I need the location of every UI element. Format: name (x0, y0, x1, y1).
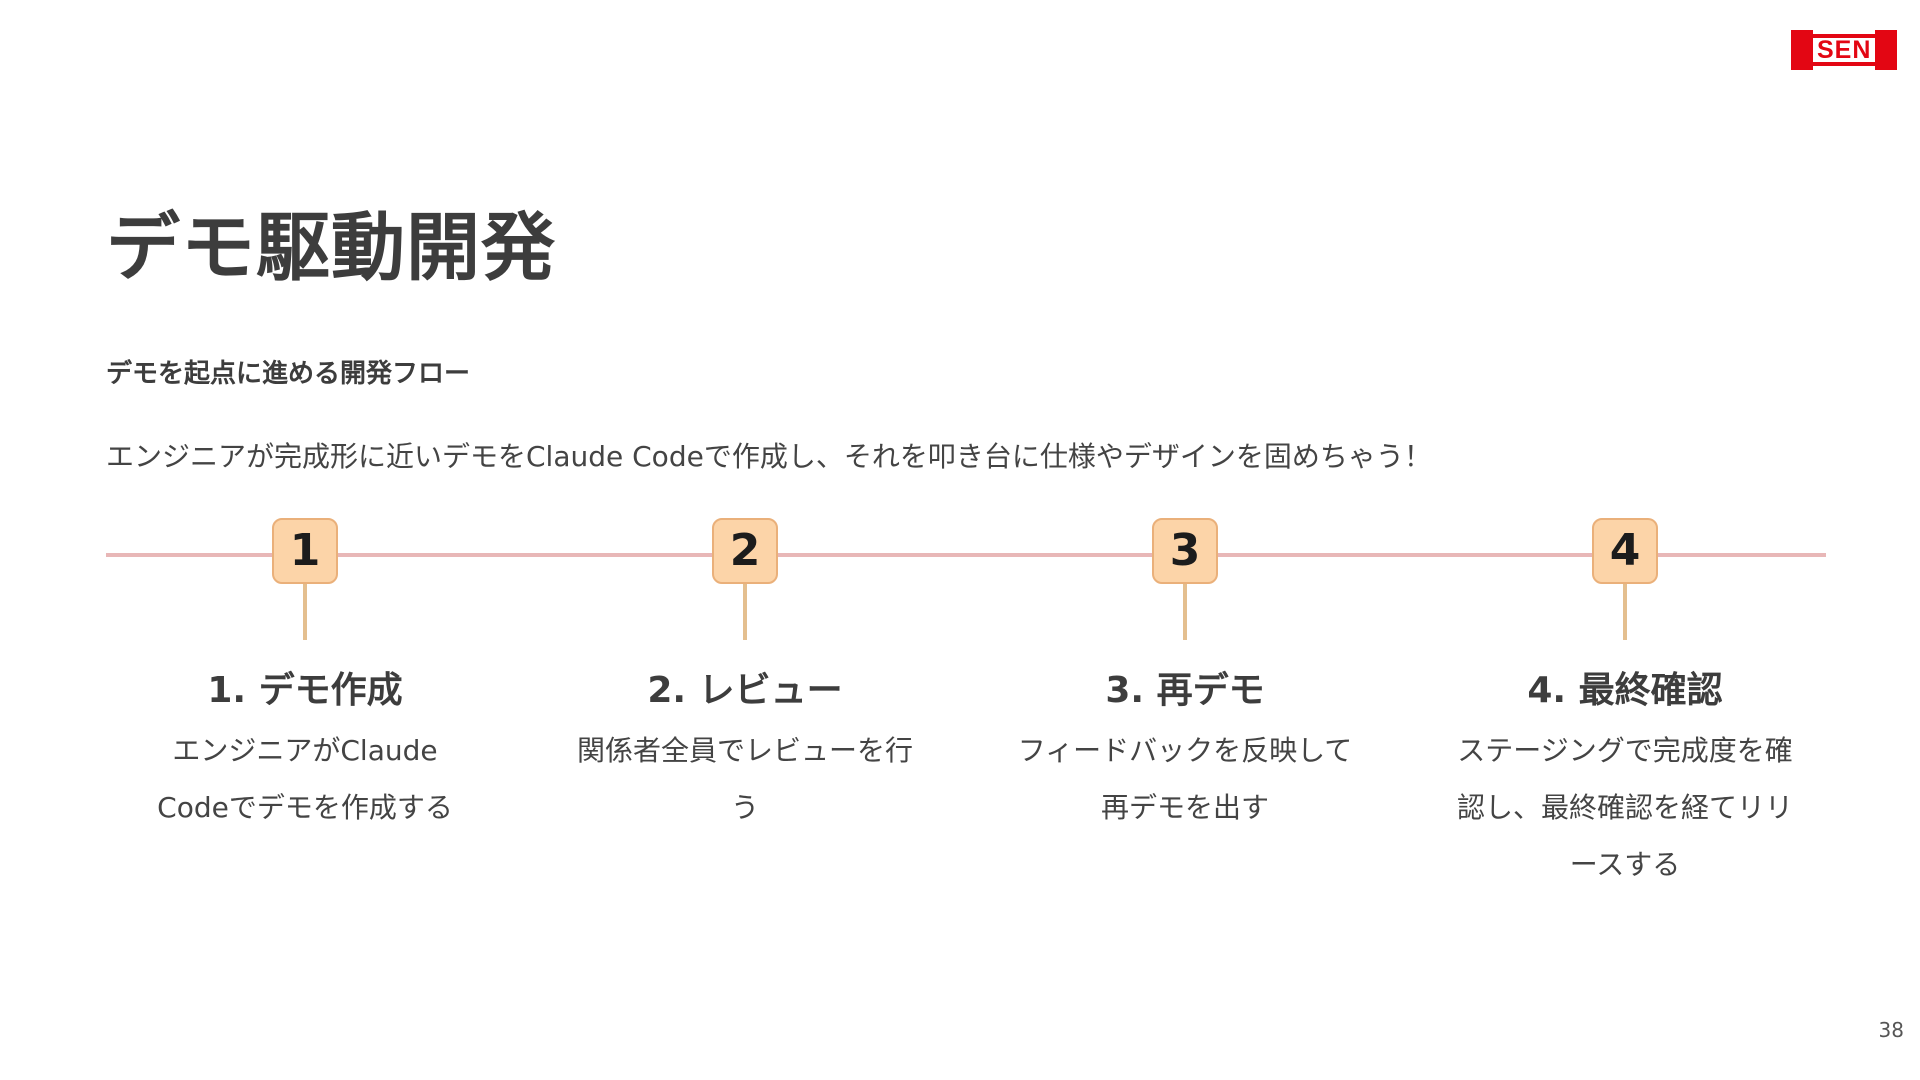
timeline-line (106, 553, 1826, 557)
step-3: 3 3. 再デモ フィードバックを反映して再デモを出す (975, 518, 1395, 836)
logo-block-left (1791, 30, 1813, 70)
company-logo: SEN (1791, 30, 1899, 70)
logo-block-right (1875, 30, 1898, 70)
step-title: 1. デモ作成 (207, 670, 403, 711)
step-number-badge: 1 (272, 518, 338, 584)
page-number: 38 (1878, 1018, 1904, 1042)
step-number-badge: 3 (1152, 518, 1218, 584)
logo-text: SEN (1813, 34, 1876, 66)
step-title: 2. レビュー (647, 670, 843, 711)
step-connector (743, 584, 747, 640)
step-4: 4 4. 最終確認 ステージングで完成度を確認し、最終確認を経てリリースする (1415, 518, 1835, 893)
page-title: デモ駆動開発 (106, 205, 556, 291)
step-description: エンジニアがClaude Codeでデモを作成する (157, 734, 453, 824)
step-description: 関係者全員でレビューを行う (576, 734, 913, 824)
step-title: 4. 最終確認 (1527, 670, 1723, 711)
step-connector (1183, 584, 1187, 640)
step-1: 1 1. デモ作成 エンジニアがClaude Codeでデモを作成する (95, 518, 515, 836)
step-connector (303, 584, 307, 640)
step-title: 3. 再デモ (1105, 670, 1265, 711)
step-number-badge: 4 (1592, 518, 1658, 584)
step-2: 2 2. レビュー 関係者全員でレビューを行う (535, 518, 955, 836)
lead-text: エンジニアが完成形に近いデモをClaude Codeで作成し、それを叩き台に仕様… (106, 440, 1432, 473)
step-description: フィードバックを反映して再デモを出す (1017, 734, 1353, 824)
section-subtitle: デモを起点に進める開発フロー (106, 359, 471, 389)
step-connector (1623, 584, 1627, 640)
step-number-badge: 2 (712, 518, 778, 584)
step-description: ステージングで完成度を確認し、最終確認を経てリリースする (1456, 734, 1793, 881)
